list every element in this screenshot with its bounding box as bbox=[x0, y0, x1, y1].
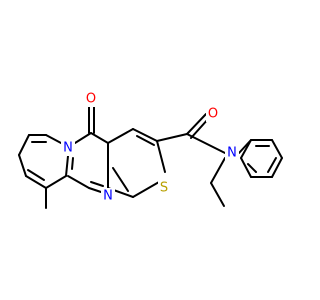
bond-ph-6 bbox=[240, 139, 252, 159]
bond-py-b3 bbox=[18, 134, 30, 156]
bond-th-b1 bbox=[107, 128, 134, 144]
bond-pm-d1 bbox=[90, 181, 104, 187]
bond-ph-5 bbox=[240, 157, 252, 178]
bond-ph-3 bbox=[271, 157, 283, 178]
atom-labels: O N N S O N bbox=[61, 91, 239, 204]
bond-et-2 bbox=[210, 182, 225, 207]
bond-py-d2 bbox=[27, 169, 45, 181]
bond-lines bbox=[18, 105, 283, 209]
fused-nitrogen-label: N bbox=[63, 141, 73, 156]
carbonyl-oxygen-label: O bbox=[86, 92, 96, 107]
bond-pm-b6 bbox=[67, 175, 90, 189]
thiophene-sulfur-label: S bbox=[160, 181, 168, 196]
carbonyl-oxygen-atom: O bbox=[84, 91, 98, 107]
bond-ph-d2 bbox=[267, 157, 277, 173]
bond-ph-2 bbox=[271, 139, 283, 159]
thiophene-sulfur-atom: S bbox=[158, 180, 170, 196]
molecule-diagram: O N N S O N bbox=[18, 91, 283, 209]
pyrimidine-nitrogen-atom: N bbox=[101, 188, 115, 204]
bond-th-b2 bbox=[132, 128, 158, 142]
bond-et-1 bbox=[210, 157, 226, 184]
bond-pm-b1 bbox=[74, 132, 92, 144]
fused-nitrogen-atom: N bbox=[61, 140, 75, 156]
bond-th-d1 bbox=[136, 135, 155, 146]
amide-nitrogen-atom: N bbox=[225, 145, 239, 161]
bond-am-o1 bbox=[186, 113, 207, 135]
bond-py-b2 bbox=[45, 134, 62, 144]
bond-py-b6 bbox=[45, 175, 67, 189]
amide-oxygen-atom: O bbox=[206, 106, 220, 122]
bond-pm-b2 bbox=[90, 132, 109, 144]
bond-py-b5 bbox=[25, 175, 47, 189]
amide-nitrogen-label: N bbox=[227, 146, 237, 161]
bond-th-b3 bbox=[156, 140, 166, 173]
bond-pm-b5 bbox=[88, 187, 102, 193]
pyrimidine-nitrogen-label: N bbox=[103, 189, 113, 204]
bond-py-d3 bbox=[71, 157, 74, 170]
bond-ph-d3 bbox=[247, 163, 257, 173]
bond-py-b7 bbox=[65, 155, 69, 177]
bond-th-b4 bbox=[132, 181, 160, 198]
amide-oxygen-label: O bbox=[208, 107, 218, 122]
bond-am-b1 bbox=[156, 133, 188, 142]
bond-am-n bbox=[186, 133, 226, 154]
bond-py-b4 bbox=[18, 154, 27, 177]
bond-th-d2 bbox=[112, 167, 129, 192]
